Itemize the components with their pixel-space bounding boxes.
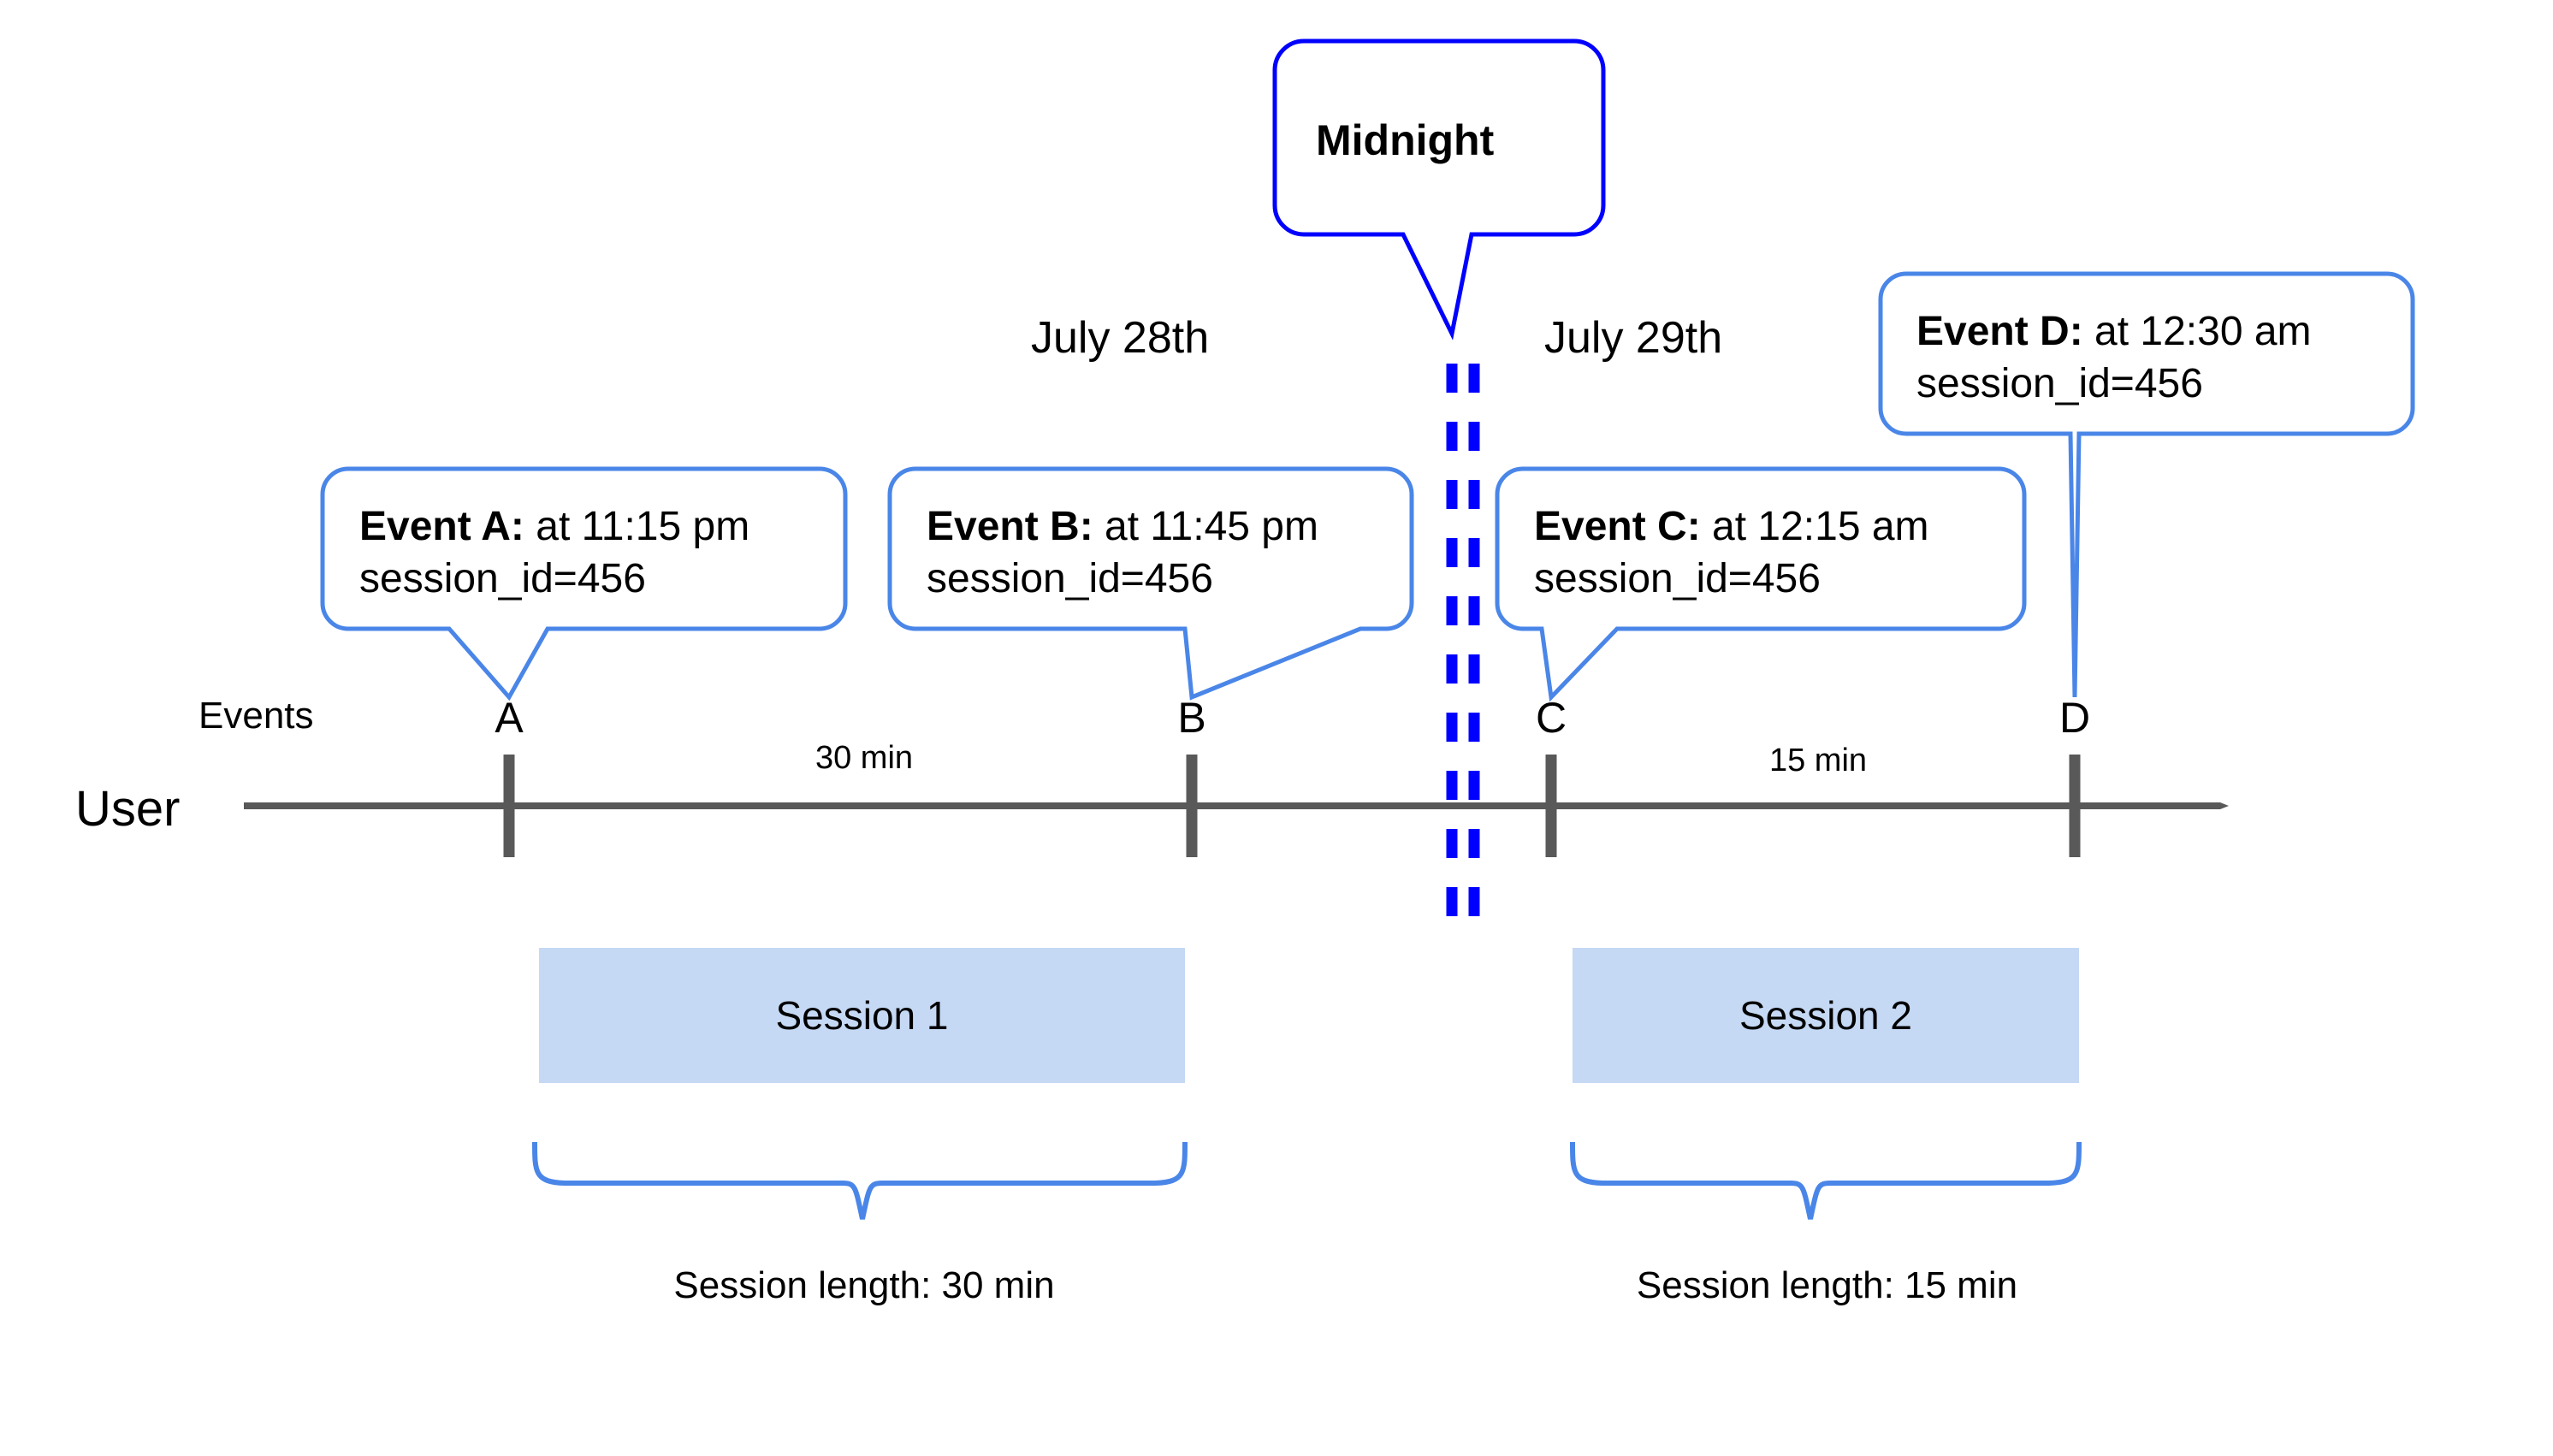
session-2-box[interactable]: Session 2	[1573, 948, 2079, 1083]
events-row-label: Events	[198, 695, 314, 737]
marker-letter-c: C	[1535, 694, 1567, 742]
event-b-callout-text: Event B: at 11:45 pm session_id=456	[927, 500, 1318, 606]
event-a-callout-shape	[320, 466, 848, 701]
midnight-divider-lines	[1446, 364, 1480, 928]
event-d-callout-shape	[1878, 271, 2415, 698]
event-c-detail: at 12:15 am	[1700, 504, 1929, 549]
event-b-detail: at 11:45 pm	[1093, 504, 1318, 549]
event-d-line2: session_id=456	[1916, 361, 2203, 407]
event-c-callout-text: Event C: at 12:15 am session_id=456	[1534, 500, 1929, 606]
gap-label-30-min: 30 min	[814, 740, 914, 776]
session-1-box[interactable]: Session 1	[539, 948, 1185, 1083]
marker-letter-a: A	[495, 694, 524, 742]
event-b-title: Event B:	[927, 504, 1093, 549]
event-b-callout-shape	[887, 466, 1414, 701]
session-2-length-label: Session length: 15 min	[1636, 1264, 2018, 1306]
date-label-july-29: July 29th	[1544, 313, 1723, 363]
event-a-callout-text: Event A: at 11:15 pm session_id=456	[359, 500, 749, 606]
event-d-detail: at 12:30 am	[2082, 309, 2312, 354]
midnight-callout-label: Midnight	[1316, 116, 1495, 164]
gap-label-15-min: 15 min	[1768, 743, 1868, 778]
marker-letter-b: B	[1177, 694, 1206, 742]
event-c-line2: session_id=456	[1534, 556, 1821, 602]
midnight-callout-shape	[1272, 38, 1606, 340]
event-a-detail: at 11:15 pm	[524, 504, 750, 549]
event-a-line2: session_id=456	[359, 556, 646, 602]
session-1-brace	[532, 1141, 1188, 1220]
lane-label-user: User	[75, 781, 181, 837]
event-a-title: Event A:	[359, 504, 524, 549]
timeline-axis	[244, 755, 2229, 857]
event-b-line2: session_id=456	[927, 556, 1213, 602]
session-1-label: Session 1	[775, 993, 949, 1038]
session-2-brace	[1570, 1141, 2082, 1220]
event-d-title: Event D:	[1916, 309, 2083, 354]
event-d-callout-text: Event D: at 12:30 am session_id=456	[1916, 305, 2312, 411]
session-1-length-label: Session length: 30 min	[673, 1264, 1055, 1306]
marker-letter-d: D	[2058, 694, 2091, 742]
event-c-title: Event C:	[1534, 504, 1701, 549]
date-label-july-28: July 28th	[1031, 313, 1210, 363]
event-c-callout-shape	[1495, 466, 2027, 702]
session-2-label: Session 2	[1739, 993, 1912, 1038]
